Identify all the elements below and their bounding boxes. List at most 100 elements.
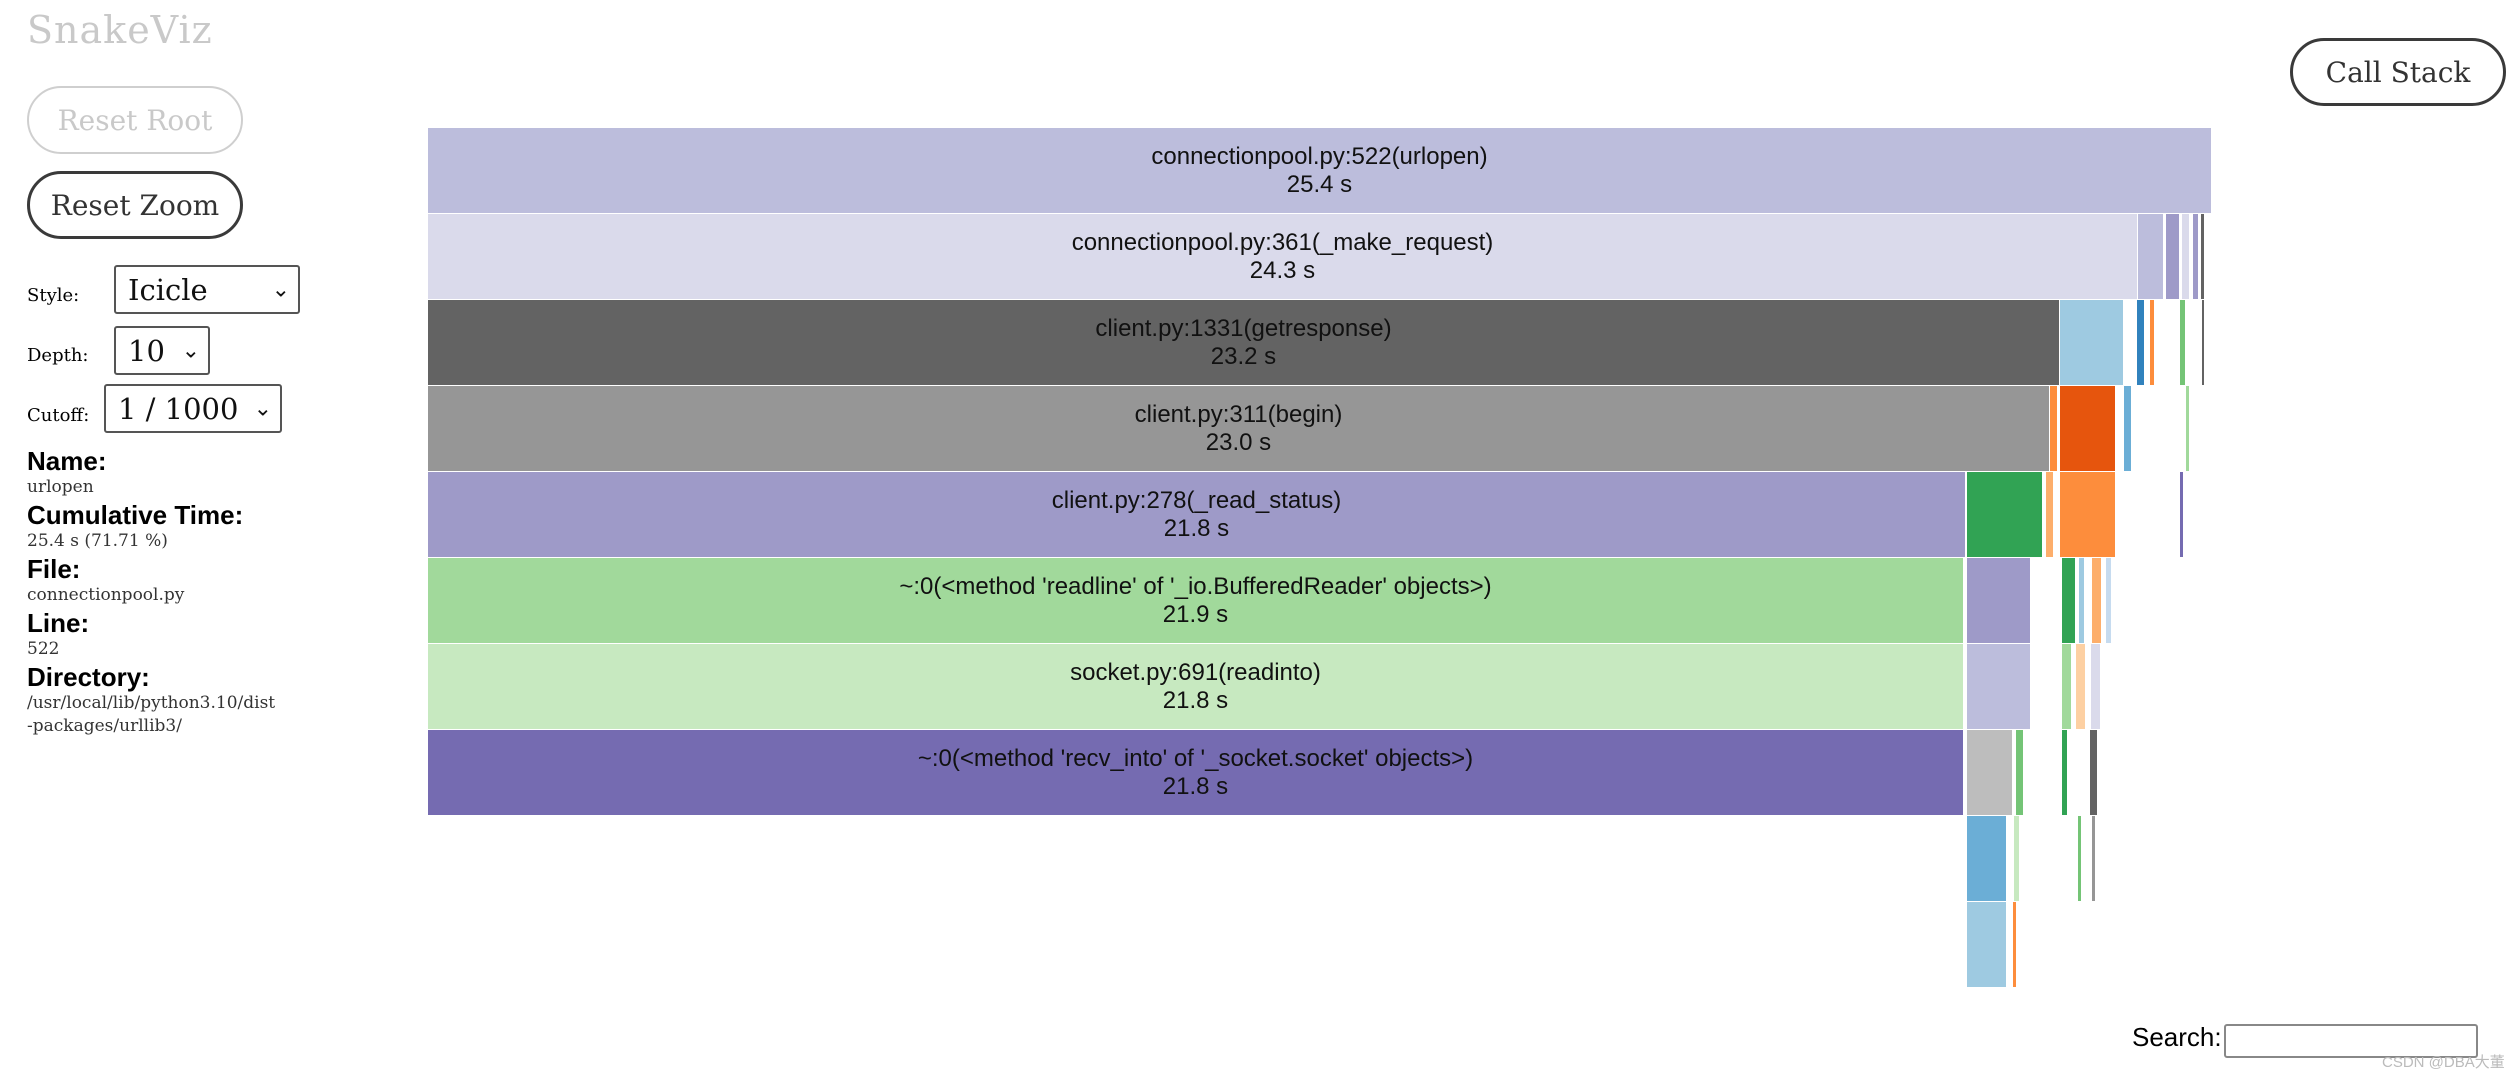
icicle-side-block[interactable] <box>2091 644 2101 730</box>
directory-value-line-2: -packages/urllib3/ <box>27 716 182 736</box>
icicle-block-label: client.py:1331(getresponse)23.2 s <box>428 315 2059 371</box>
depth-select[interactable]: 10 ⌄ <box>114 326 210 375</box>
reset-zoom-button[interactable]: Reset Zoom <box>27 171 243 239</box>
cutoff-select[interactable]: 1 / 1000 ⌄ <box>104 384 282 433</box>
block-time: 25.4 s <box>1286 170 1353 198</box>
icicle-block-label: ~:0(<method 'recv_into' of '_socket.sock… <box>428 745 1963 801</box>
call-stack-button[interactable]: Call Stack <box>2290 38 2506 106</box>
block-function-name: client.py:311(begin) <box>1134 400 1343 428</box>
icicle-block-3[interactable]: client.py:311(begin)23.0 s <box>428 386 2050 472</box>
line-value: 522 <box>27 639 60 659</box>
icicle-side-block[interactable] <box>2016 730 2024 816</box>
icicle-side-block[interactable] <box>2062 644 2072 730</box>
icicle-block-1[interactable]: connectionpool.py:361(_make_request)24.3… <box>428 214 2138 300</box>
cutoff-label: Cutoff: <box>27 405 90 426</box>
reset-root-button[interactable]: Reset Root <box>27 86 243 154</box>
name-label: Name: <box>27 446 107 476</box>
icicle-side-block[interactable] <box>2050 386 2058 472</box>
block-time: 21.9 s <box>1162 600 1229 628</box>
icicle-block-6[interactable]: socket.py:691(readinto)21.8 s <box>428 644 1964 730</box>
search-label: Search: <box>2132 1022 2222 1052</box>
icicle-side-block[interactable] <box>2193 214 2199 300</box>
icicle-side-block[interactable] <box>2202 300 2205 386</box>
icicle-side-block[interactable] <box>2062 730 2068 816</box>
cumulative-time-value: 25.4 s (71.71 %) <box>27 531 168 551</box>
depth-select-value: 10 <box>128 333 165 368</box>
block-time: 21.8 s <box>1162 772 1229 800</box>
icicle-side-block[interactable] <box>2090 730 2098 816</box>
icicle-side-block[interactable] <box>2138 214 2164 300</box>
block-time: 21.8 s <box>1162 686 1229 714</box>
block-time: 21.8 s <box>1163 514 1230 542</box>
block-function-name: client.py:1331(getresponse) <box>1095 314 1392 342</box>
block-time: 24.3 s <box>1249 256 1316 284</box>
icicle-side-block[interactable] <box>2062 558 2076 644</box>
icicle-block-4[interactable]: client.py:278(_read_status)21.8 s <box>428 472 1966 558</box>
line-label: Line: <box>27 608 90 638</box>
name-value: urlopen <box>27 477 94 497</box>
depth-label: Depth: <box>27 345 89 366</box>
cumulative-time-label: Cumulative Time: <box>27 500 244 530</box>
style-select[interactable]: Icicle ⌄ <box>114 265 300 314</box>
icicle-side-block[interactable] <box>2137 300 2145 386</box>
icicle-side-block[interactable] <box>2076 644 2086 730</box>
icicle-side-block[interactable] <box>2182 214 2190 300</box>
icicle-side-block[interactable] <box>1967 644 2031 730</box>
icicle-side-block[interactable] <box>2124 386 2132 472</box>
icicle-side-block[interactable] <box>1967 902 2007 988</box>
block-function-name: connectionpool.py:361(_make_request) <box>1071 228 1494 256</box>
icicle-side-block[interactable] <box>2150 300 2155 386</box>
icicle-side-block[interactable] <box>1967 730 2013 816</box>
icicle-side-block[interactable] <box>2060 386 2116 472</box>
block-function-name: client.py:278(_read_status) <box>1051 486 1342 514</box>
icicle-side-block[interactable] <box>2186 386 2190 472</box>
icicle-side-block[interactable] <box>2013 902 2017 988</box>
icicle-side-block[interactable] <box>2060 472 2116 558</box>
directory-value-line-1: /usr/local/lib/python3.10/dist <box>27 693 276 713</box>
icicle-block-label: socket.py:691(readinto)21.8 s <box>428 659 1963 715</box>
chevron-down-icon: ⌄ <box>271 277 290 302</box>
icicle-side-block[interactable] <box>2046 472 2054 558</box>
search-input[interactable] <box>2224 1024 2478 1058</box>
block-time: 23.2 s <box>1210 342 1277 370</box>
icicle-block-label: ~:0(<method 'readline' of '_io.BufferedR… <box>428 573 1963 629</box>
icicle-block-label: connectionpool.py:361(_make_request)24.3… <box>428 229 2137 285</box>
icicle-side-block[interactable] <box>1967 558 2031 644</box>
icicle-side-block[interactable] <box>2078 816 2082 902</box>
block-function-name: socket.py:691(readinto) <box>1070 658 1321 686</box>
icicle-side-block[interactable] <box>2106 558 2112 644</box>
chevron-down-icon: ⌄ <box>253 396 272 421</box>
icicle-side-block[interactable] <box>2201 214 2205 300</box>
icicle-side-block[interactable] <box>2180 472 2184 558</box>
block-time: 23.0 s <box>1205 428 1272 456</box>
icicle-side-block[interactable] <box>1967 816 2007 902</box>
icicle-block-2[interactable]: client.py:1331(getresponse)23.2 s <box>428 300 2060 386</box>
icicle-block-5[interactable]: ~:0(<method 'readline' of '_io.BufferedR… <box>428 558 1964 644</box>
icicle-side-block[interactable] <box>2180 300 2186 386</box>
block-function-name: ~:0(<method 'recv_into' of '_socket.sock… <box>917 744 1474 772</box>
icicle-side-block[interactable] <box>2079 558 2085 644</box>
icicle-block-label: client.py:311(begin)23.0 s <box>428 401 2049 457</box>
chevron-down-icon: ⌄ <box>181 338 200 363</box>
style-label: Style: <box>27 285 80 306</box>
style-select-value: Icicle <box>128 272 208 307</box>
block-function-name: connectionpool.py:522(urlopen) <box>1151 142 1488 170</box>
directory-label: Directory: <box>27 662 150 692</box>
icicle-side-block[interactable] <box>2092 816 2096 902</box>
watermark: CSDN @DBA大董 <box>2382 1054 2505 1071</box>
icicle-block-0[interactable]: connectionpool.py:522(urlopen)25.4 s <box>428 128 2212 214</box>
icicle-side-block[interactable] <box>2014 816 2020 902</box>
icicle-block-7[interactable]: ~:0(<method 'recv_into' of '_socket.sock… <box>428 730 1964 816</box>
app-title: SnakeViz <box>27 8 213 52</box>
file-value: connectionpool.py <box>27 585 185 605</box>
icicle-block-label: client.py:278(_read_status)21.8 s <box>428 487 1965 543</box>
block-function-name: ~:0(<method 'readline' of '_io.BufferedR… <box>899 572 1492 600</box>
icicle-side-block[interactable] <box>2166 214 2180 300</box>
file-label: File: <box>27 554 81 584</box>
cutoff-select-value: 1 / 1000 <box>118 391 239 426</box>
icicle-block-label: connectionpool.py:522(urlopen)25.4 s <box>428 143 2211 199</box>
icicle-side-block[interactable] <box>2092 558 2102 644</box>
icicle-side-block[interactable] <box>2060 300 2124 386</box>
icicle-side-block[interactable] <box>1967 472 2043 558</box>
